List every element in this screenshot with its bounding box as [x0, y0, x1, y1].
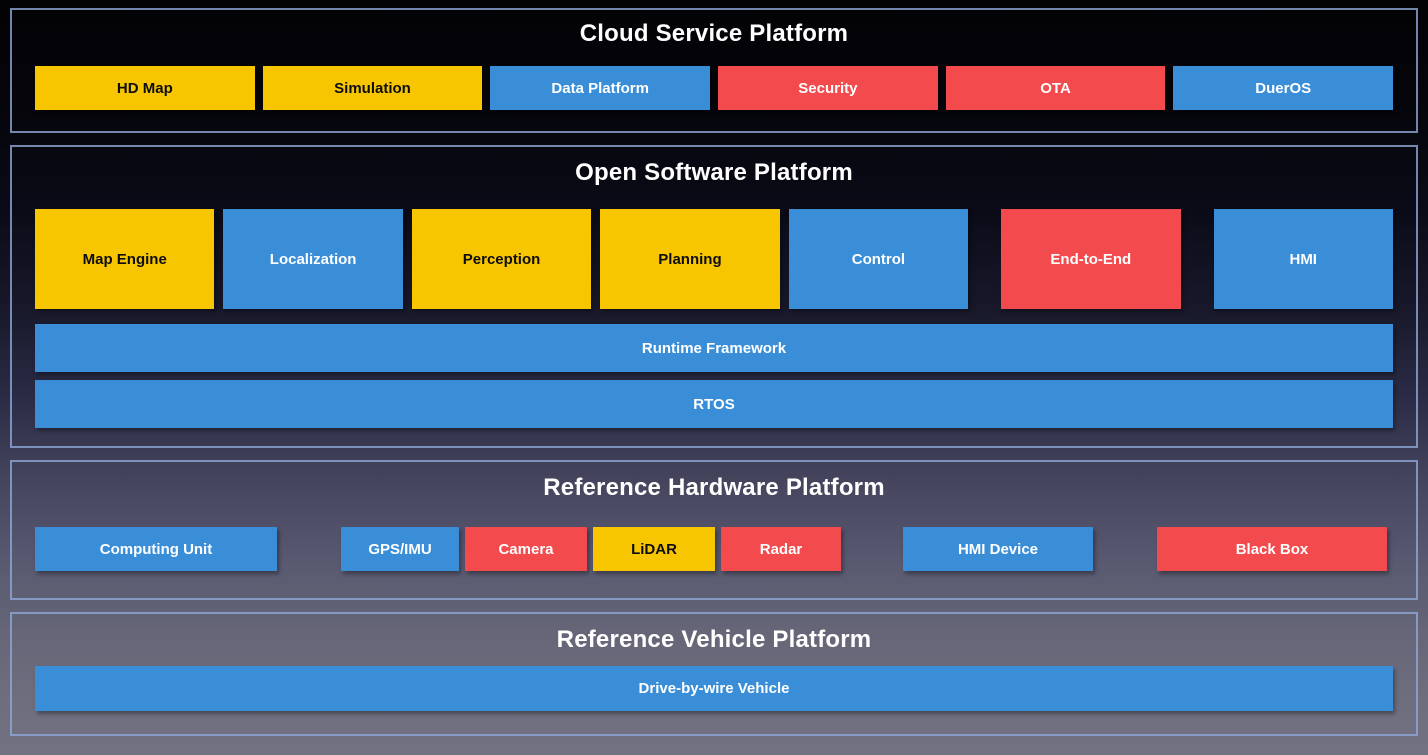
module-ota: OTA — [945, 66, 1166, 110]
module-hd-map: HD Map — [35, 66, 255, 110]
module-hmi: HMI — [1213, 209, 1393, 309]
module-radar: Radar — [721, 527, 841, 571]
reference-vehicle-platform-section: Reference Vehicle Platform Drive-by-wire… — [10, 612, 1418, 736]
vehicle-section-title: Reference Vehicle Platform — [556, 626, 872, 653]
module-gps-imu: GPS/IMU — [341, 527, 459, 571]
cloud-modules-row: HD Map Simulation Data Platform Security… — [35, 66, 1394, 110]
module-camera: Camera — [465, 527, 587, 571]
module-end-to-end: End-to-End — [1001, 209, 1181, 309]
hardware-section-title: Reference Hardware Platform — [543, 474, 885, 501]
bar-runtime-framework: Runtime Framework — [35, 324, 1393, 372]
module-dueros: DuerOS — [1173, 66, 1394, 110]
module-security: Security — [718, 66, 938, 110]
software-modules-row: Map Engine Localization Perception Plann… — [35, 209, 1393, 309]
module-map-engine: Map Engine — [35, 209, 215, 309]
hardware-modules-row: Computing Unit GPS/IMU Camera LiDAR Rada… — [35, 527, 1393, 571]
module-perception: Perception — [411, 209, 592, 309]
module-data-platform: Data Platform — [490, 66, 711, 110]
module-localization: Localization — [223, 209, 403, 309]
module-simulation: Simulation — [262, 66, 483, 110]
reference-hardware-platform-section: Reference Hardware Platform Computing Un… — [10, 460, 1418, 600]
bar-rtos: RTOS — [35, 380, 1393, 428]
module-hmi-device: HMI Device — [903, 527, 1093, 571]
bar-drive-by-wire-vehicle: Drive-by-wire Vehicle — [35, 666, 1393, 711]
module-computing-unit: Computing Unit — [35, 527, 277, 571]
module-control: Control — [788, 209, 969, 309]
cloud-service-platform-section: Cloud Service Platform HD Map Simulation… — [10, 8, 1418, 133]
module-lidar: LiDAR — [593, 527, 715, 571]
open-software-platform-section: Open Software Platform Map Engine Locali… — [10, 145, 1418, 448]
module-black-box: Black Box — [1157, 527, 1387, 571]
software-section-title: Open Software Platform — [575, 159, 853, 186]
cloud-section-title: Cloud Service Platform — [579, 20, 849, 47]
module-planning: Planning — [600, 209, 780, 309]
